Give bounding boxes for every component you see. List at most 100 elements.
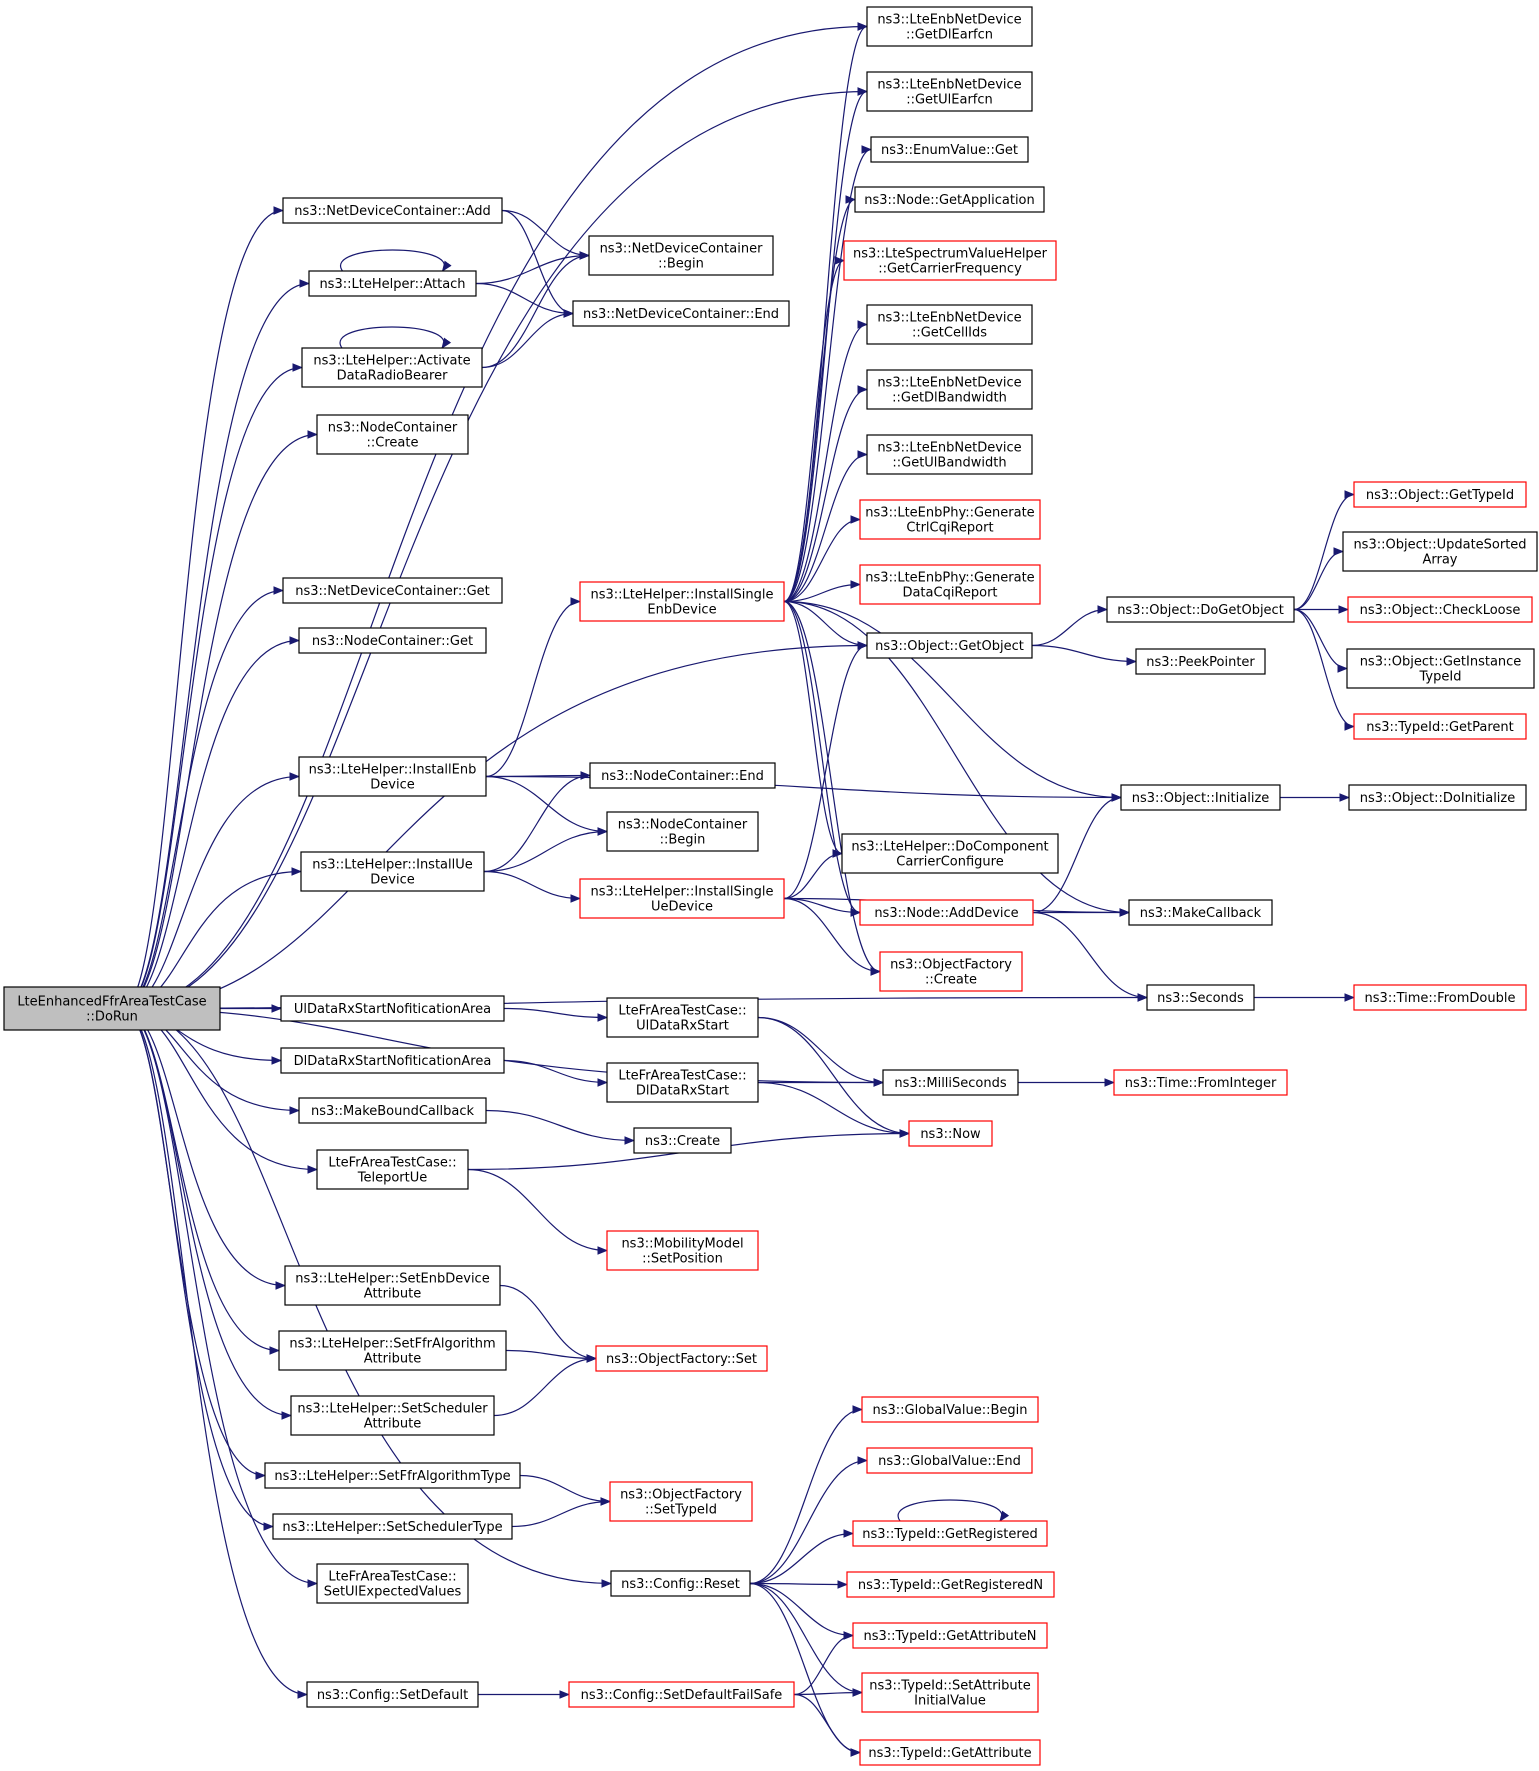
- edge-lte_install_enb-to-obj_initialize: [485, 775, 1123, 802]
- node-ndc_add[interactable]: ns3::NetDeviceContainer::Add: [282, 197, 503, 224]
- node-tid_getattr[interactable]: ns3::TypeId::GetAttribute: [859, 1739, 1041, 1766]
- node-box: [610, 1570, 751, 1597]
- node-label: ::SetPosition: [642, 1252, 723, 1267]
- node-nc_begin[interactable]: ns3::NodeContainer::Begin: [606, 811, 759, 852]
- node-obj_dogetobject[interactable]: ns3::Object::DoGetObject: [1106, 596, 1295, 623]
- node-node_adddevice[interactable]: ns3::Node::AddDevice: [859, 899, 1034, 926]
- node-tid_getregn[interactable]: ns3::TypeId::GetRegisteredN: [846, 1571, 1055, 1598]
- node-dl_rx_start[interactable]: LteFrAreaTestCase::DlDataRxStart: [606, 1062, 759, 1103]
- node-cfg_setdefault[interactable]: ns3::Config::SetDefault: [306, 1681, 479, 1708]
- node-obj_initialize[interactable]: ns3::Object::Initialize: [1120, 784, 1281, 811]
- edge-root-to-lte_attach: [122, 279, 311, 1010]
- node-label: EnbDevice: [647, 603, 716, 618]
- node-cfg_reset[interactable]: ns3::Config::Reset: [610, 1570, 751, 1597]
- node-nc_end[interactable]: ns3::NodeContainer::End: [589, 762, 776, 789]
- node-box: [588, 235, 774, 276]
- node-gv_end[interactable]: ns3::GlobalValue::End: [866, 1447, 1033, 1474]
- node-node_getapp[interactable]: ns3::Node::GetApplication: [854, 186, 1045, 213]
- node-nc_get[interactable]: ns3::NodeContainer::Get: [298, 627, 487, 654]
- node-nc_create[interactable]: ns3::NodeContainer::Create: [316, 414, 469, 455]
- node-mm_setpos[interactable]: ns3::MobilityModel::SetPosition: [606, 1230, 759, 1271]
- node-box: [606, 997, 759, 1038]
- edge-set_ffr_attr-to-of_set: [505, 1349, 598, 1363]
- node-enum_get[interactable]: ns3::EnumValue::Get: [870, 136, 1029, 163]
- node-ns3_now[interactable]: ns3::Now: [908, 1120, 993, 1147]
- node-box: [609, 1481, 753, 1522]
- node-label: CarrierConfigure: [896, 855, 1003, 870]
- node-tid_getparent[interactable]: ns3::TypeId::GetParent: [1353, 713, 1527, 740]
- node-enb_getdlbw[interactable]: ns3::LteEnbNetDevice::GetDlBandwidth: [866, 369, 1033, 410]
- node-teleport[interactable]: LteFrAreaTestCase::TeleportUe: [316, 1149, 469, 1190]
- node-tid_getreg[interactable]: ns3::TypeId::GetRegistered: [852, 1520, 1048, 1547]
- node-ul_rx_start[interactable]: LteFrAreaTestCase::UlDataRxStart: [606, 997, 759, 1038]
- node-peekpointer[interactable]: ns3::PeekPointer: [1135, 648, 1266, 675]
- node-enb_getulearfcn[interactable]: ns3::LteEnbNetDevice::GetUlEarfcn: [866, 71, 1033, 112]
- edge-cfg_reset-to-tid_getregn: [749, 1580, 849, 1589]
- node-of_create[interactable]: ns3::ObjectFactory::Create: [879, 951, 1023, 992]
- node-lte_docc[interactable]: ns3::LteHelper::DoComponentCarrierConfig…: [841, 833, 1059, 874]
- node-root[interactable]: LteEnhancedFfrAreaTestCase::DoRun: [3, 986, 221, 1031]
- node-cfg_setdefault_fs[interactable]: ns3::Config::SetDefaultFailSafe: [568, 1681, 795, 1708]
- node-ul_notif[interactable]: UlDataRxStartNofiticationArea: [280, 995, 505, 1022]
- node-set_ul_expected[interactable]: LteFrAreaTestCase::SetUlExpectedValues: [316, 1563, 469, 1604]
- node-obj_doinit[interactable]: ns3::Object::DoInitialize: [1348, 784, 1527, 811]
- node-enb_getulbw[interactable]: ns3::LteEnbNetDevice::GetUlBandwidth: [866, 434, 1033, 475]
- node-gv_begin[interactable]: ns3::GlobalValue::Begin: [861, 1396, 1039, 1423]
- node-time_fromint[interactable]: ns3::Time::FromInteger: [1113, 1069, 1288, 1096]
- node-ndc_end[interactable]: ns3::NetDeviceContainer::End: [572, 300, 790, 327]
- edge-lte_install_single_enb-to-makecallback: [783, 600, 1131, 917]
- edge-lte_install_single_ue-to-lte_docc: [783, 849, 844, 900]
- node-dl_notif[interactable]: DlDataRxStartNofiticationArea: [280, 1047, 505, 1074]
- node-enb_getcellids[interactable]: ns3::LteEnbNetDevice::GetCellIds: [866, 304, 1033, 345]
- node-of_set[interactable]: ns3::ObjectFactory::Set: [595, 1345, 768, 1372]
- node-obj_getobject[interactable]: ns3::Object::GetObject: [866, 632, 1033, 659]
- node-label: ::GetCellIds: [912, 326, 987, 341]
- node-ndc_begin[interactable]: ns3::NetDeviceContainer::Begin: [588, 235, 774, 276]
- node-obj_gettypeid[interactable]: ns3::Object::GetTypeId: [1353, 481, 1527, 508]
- node-label: ns3::NetDeviceContainer: [600, 242, 764, 257]
- node-box: [272, 1513, 513, 1540]
- node-time_fromdouble[interactable]: ns3::Time::FromDouble: [1353, 984, 1527, 1011]
- node-label: ns3::LteSpectrumValueHelper: [853, 247, 1048, 262]
- node-obj_checkloose[interactable]: ns3::Object::CheckLoose: [1347, 596, 1533, 623]
- node-seconds[interactable]: ns3::Seconds: [1146, 984, 1255, 1011]
- node-lte_attach[interactable]: ns3::LteHelper::Attach: [308, 270, 477, 297]
- node-ns3_create[interactable]: ns3::Create: [633, 1127, 732, 1154]
- node-label: Attribute: [364, 1287, 421, 1302]
- node-label: LteFrAreaTestCase::: [328, 1570, 456, 1585]
- node-box: [290, 1395, 495, 1436]
- node-ndc_get[interactable]: ns3::NetDeviceContainer::Get: [282, 577, 503, 604]
- node-label: ::Create: [925, 973, 977, 988]
- node-set_ffr_type[interactable]: ns3::LteHelper::SetFfrAlgorithmType: [264, 1462, 521, 1489]
- node-spec_carrier[interactable]: ns3::LteSpectrumValueHelper::GetCarrierF…: [843, 240, 1057, 281]
- node-box: [1120, 784, 1281, 811]
- node-tid_getattrn[interactable]: ns3::TypeId::GetAttributeN: [852, 1622, 1048, 1649]
- node-make_bound[interactable]: ns3::MakeBoundCallback: [298, 1097, 487, 1124]
- node-label: UlDataRxStartNofiticationArea: [294, 1002, 491, 1017]
- node-millisec[interactable]: ns3::MilliSeconds: [882, 1069, 1019, 1096]
- node-label: LteFrAreaTestCase::: [618, 1004, 746, 1019]
- node-label: ns3::TypeId::GetRegistered: [862, 1527, 1037, 1542]
- edge-root-to-enb_getdlearfcn: [122, 22, 869, 1010]
- node-label: ns3::LteHelper::Attach: [319, 277, 465, 292]
- node-enb_getdlearfcn[interactable]: ns3::LteEnbNetDevice::GetDlEarfcn: [866, 6, 1033, 47]
- edge-lte_install_ue-to-lte_install_single_ue: [483, 870, 582, 903]
- node-box: [316, 414, 469, 455]
- node-makecallback[interactable]: ns3::MakeCallback: [1128, 899, 1273, 926]
- edge-obj_dogetobject-to-obj_updsorted: [1293, 547, 1345, 611]
- node-set_sched_type[interactable]: ns3::LteHelper::SetSchedulerType: [272, 1513, 513, 1540]
- node-of_settypeid[interactable]: ns3::ObjectFactory::SetTypeId: [609, 1481, 753, 1522]
